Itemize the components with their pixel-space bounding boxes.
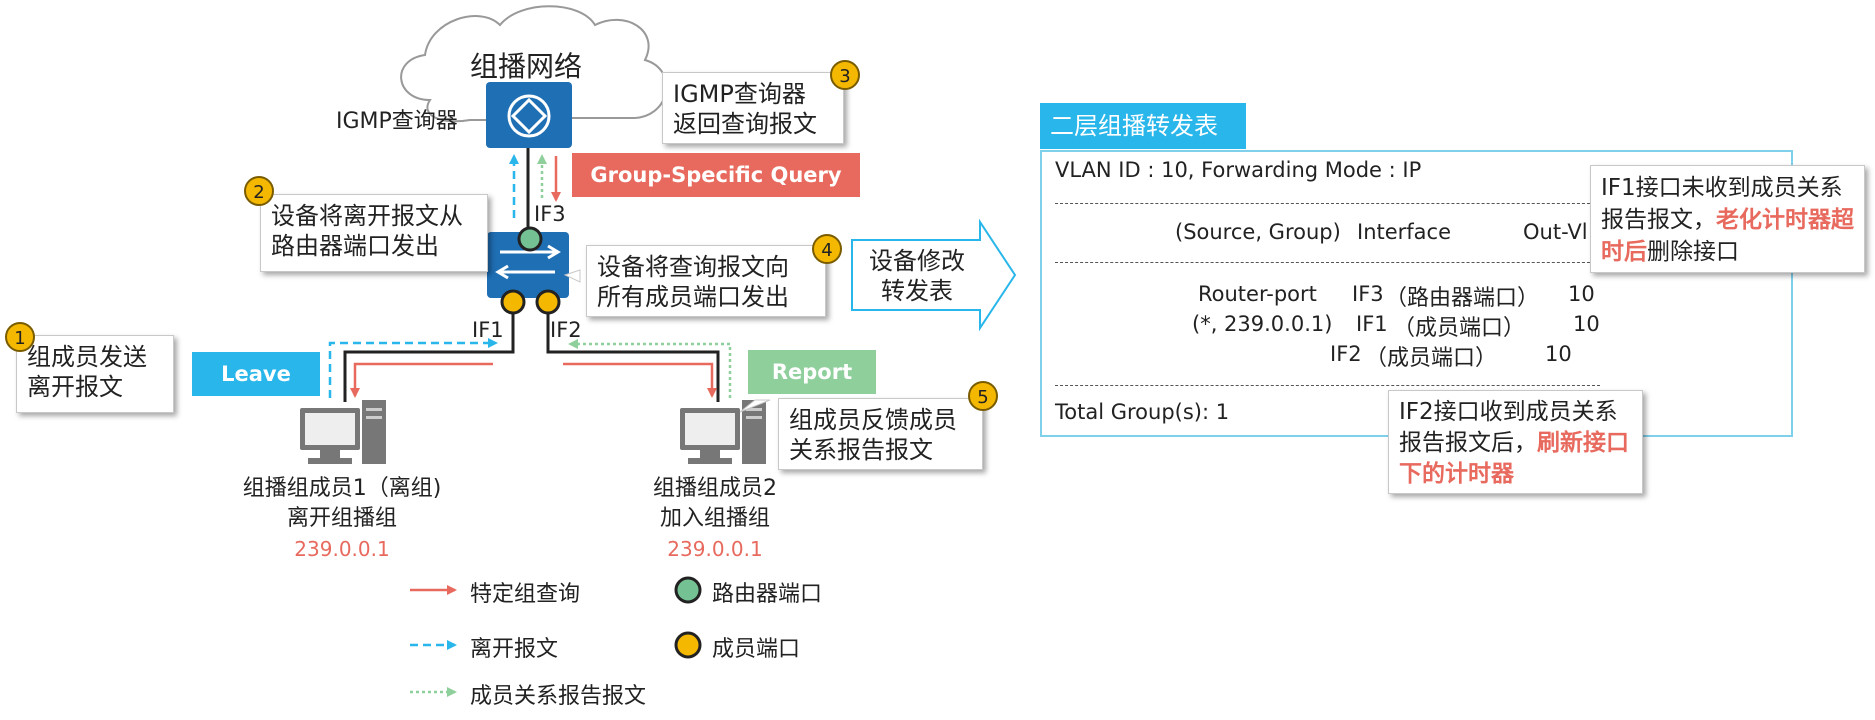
row1-vlan: 10 bbox=[1568, 282, 1595, 306]
cloud-shape bbox=[400, 5, 668, 123]
host2-label: 组播组成员2 加入组播组 239.0.0.1 bbox=[615, 474, 815, 564]
legend-member-port: 成员端口 bbox=[712, 637, 801, 662]
host2-computer-icon bbox=[680, 400, 766, 464]
row2-iface: IF1 bbox=[1356, 312, 1388, 336]
legend-leave: 离开报文 bbox=[470, 637, 559, 662]
table-divider-3 bbox=[1055, 385, 1600, 386]
if2-note: IF2接口收到成员关系报告报文后，刷新接口下的计时器 bbox=[1388, 390, 1643, 494]
host2-line2: 加入组播组 bbox=[659, 506, 770, 531]
table-header-line: VLAN ID : 10, Forwarding Mode : IP bbox=[1055, 158, 1422, 182]
row2-type: （成员端口） bbox=[1393, 316, 1526, 341]
host1-line2: 离开组播组 bbox=[286, 506, 397, 531]
if1-note-text3: 删除接口 bbox=[1647, 239, 1739, 265]
modify-table-label: 设备修改 转发表 bbox=[862, 246, 972, 306]
step1-callout: 组成员发送 离开报文 bbox=[16, 335, 174, 413]
switch-icon bbox=[487, 232, 569, 298]
step5-text-line2: 关系报告报文 bbox=[789, 436, 933, 464]
step4-callout: 设备将查询报文向 所有成员端口发出 bbox=[586, 245, 826, 317]
host1-computer-icon bbox=[300, 400, 386, 464]
step2-text-line2: 路由器端口发出 bbox=[271, 232, 439, 260]
if2-note-text2: 系报告报文后， bbox=[1399, 399, 1618, 456]
host1-group: 239.0.0.1 bbox=[294, 537, 390, 561]
step5-badge: 5 bbox=[968, 381, 998, 411]
if2-note-bold2: 新接口下的计时器 bbox=[1399, 430, 1629, 487]
legend-query: 特定组查询 bbox=[470, 582, 581, 607]
modify-table-arrow bbox=[851, 218, 1017, 332]
row2-vlan: 10 bbox=[1573, 312, 1600, 336]
if1-note-bold1: 老化计 bbox=[1716, 207, 1785, 233]
table-title: 二层组播转发表 bbox=[1040, 103, 1246, 149]
step5-callout: 组成员反馈成员 关系报告报文 bbox=[778, 398, 983, 470]
group-specific-query-tag: Group-Specific Query bbox=[572, 153, 860, 197]
if1-note-text2: 系报告报文， bbox=[1601, 175, 1843, 233]
row3-type: （成员端口） bbox=[1365, 346, 1498, 371]
if1-note-text1: IF1接口未收到成员关 bbox=[1601, 175, 1820, 201]
legend-router-port: 路由器端口 bbox=[712, 582, 823, 607]
host1-line1: 组播组成员1（离组) bbox=[242, 476, 442, 501]
host1-label: 组播组成员1（离组) 离开组播组 239.0.0.1 bbox=[222, 474, 462, 564]
cloud-label: 组播网络 bbox=[470, 50, 583, 83]
step5-text-line1: 组成员反馈成员 bbox=[789, 406, 957, 434]
table-divider-2 bbox=[1055, 262, 1600, 263]
report-tag: Report bbox=[748, 350, 876, 394]
port-label-if3: IF3 bbox=[534, 202, 566, 226]
step1-text-line2: 离开报文 bbox=[27, 373, 123, 401]
row3-vlan: 10 bbox=[1545, 342, 1572, 366]
member-port-if2 bbox=[535, 289, 561, 315]
row1-type: （路由器端口） bbox=[1385, 286, 1540, 311]
host2-group: 239.0.0.1 bbox=[667, 537, 763, 561]
querier-label: IGMP查询器 bbox=[336, 109, 458, 134]
step1-text-line1: 组成员发送 bbox=[27, 343, 147, 371]
step1-badge: 1 bbox=[5, 322, 35, 352]
if2-note-text1: IF2接口收到成员关 bbox=[1399, 399, 1595, 425]
step3-callout: IGMP查询器 返回查询报文 bbox=[662, 72, 844, 144]
step3-text-line1: IGMP查询器 bbox=[673, 80, 806, 108]
if2-note-bold1: 刷 bbox=[1537, 430, 1560, 456]
modify-table-line1: 设备修改 bbox=[869, 247, 965, 275]
table-divider-1 bbox=[1055, 203, 1600, 204]
row3-iface: IF2 bbox=[1330, 342, 1362, 366]
step4-text-line1: 设备将查询报文向 bbox=[597, 253, 789, 281]
step2-callout: 设备将离开报文从 路由器端口发出 bbox=[260, 194, 488, 272]
host2-line1: 组播组成员2 bbox=[653, 476, 777, 501]
port-label-if2: IF2 bbox=[550, 318, 582, 342]
step4-badge: 4 bbox=[812, 234, 842, 264]
row1-source: Router-port bbox=[1198, 282, 1317, 306]
step2-text-line1: 设备将离开报文从 bbox=[271, 202, 463, 230]
col-outvlan: Out-Vl bbox=[1523, 220, 1588, 244]
port-label-if1: IF1 bbox=[472, 318, 504, 342]
leave-tag: Leave bbox=[192, 352, 320, 396]
table-footer: Total Group(s): 1 bbox=[1055, 400, 1230, 424]
modify-table-line2: 转发表 bbox=[881, 277, 953, 305]
row2-source: (*, 239.0.0.1) bbox=[1192, 312, 1333, 336]
router-port-if3 bbox=[517, 226, 543, 252]
if1-note-bold2: 时器超时后 bbox=[1601, 207, 1854, 265]
legend-report: 成员关系报告报文 bbox=[470, 684, 647, 709]
member-port-if1 bbox=[500, 289, 526, 315]
router-icon bbox=[486, 82, 572, 148]
step4-text-line2: 所有成员端口发出 bbox=[597, 283, 789, 311]
col-interface: Interface bbox=[1357, 220, 1452, 244]
row1-iface: IF3 bbox=[1352, 282, 1384, 306]
step3-text-line2: 返回查询报文 bbox=[673, 110, 817, 138]
if1-note: IF1接口未收到成员关系报告报文，老化计时器超时后删除接口 bbox=[1590, 165, 1865, 273]
step2-badge: 2 bbox=[244, 176, 274, 206]
step3-badge: 3 bbox=[830, 60, 860, 90]
col-source-group: (Source, Group) bbox=[1175, 220, 1341, 244]
